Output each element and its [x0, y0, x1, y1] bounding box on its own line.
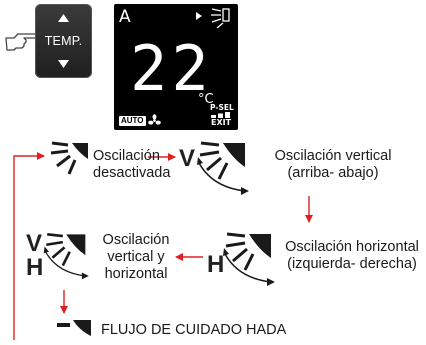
both-swing-line3: horizontal [104, 266, 168, 282]
temp-button-label: TEMP. [44, 34, 83, 48]
down-arrow-icon[interactable] [58, 60, 69, 68]
swing-off-label: Oscilación desactivada [93, 148, 170, 182]
fan-icon [148, 114, 161, 125]
auto-label: AUTO [119, 116, 146, 126]
both-prefix-h: H [26, 254, 44, 281]
loop-back-line [13, 152, 45, 340]
fairy-flow-icon [57, 320, 91, 336]
play-triangle-icon [196, 12, 202, 20]
swing-off-line2: desactivada [93, 165, 171, 181]
both-prefix-v: V [26, 230, 43, 257]
horizontal-swing-label: Oscilación horizontal (izquierda- derech… [281, 239, 423, 273]
signal-bars-icon [211, 112, 230, 118]
both-swing-label: Oscilación vertical y horizontal [98, 232, 174, 283]
temperature-value: 22 [130, 32, 213, 105]
temp-button[interactable]: TEMP. [35, 4, 92, 78]
vertical-prefix: V [179, 145, 196, 172]
mode-letter: A [119, 7, 131, 27]
lcd-display: A 22 °C AUTO P-SEL EXIT [114, 4, 238, 130]
temperature-unit: °C [198, 92, 214, 107]
vertical-swing-line2: (arriba- abajo) [287, 165, 379, 181]
both-swing-line1: Oscilación [102, 232, 170, 248]
vertical-swing-line1: Oscilación vertical [274, 148, 392, 164]
horizontal-swing-line1: Oscilación horizontal [285, 239, 419, 255]
louver-vertical-swing-icon [197, 141, 249, 195]
louver-swing-icon [211, 8, 230, 29]
psel-label: P-SEL [210, 103, 234, 112]
fairy-flow-label: FLUJO DE CUIDADO HADA [101, 322, 287, 338]
horizontal-prefix: H [207, 251, 225, 278]
louver-both-swing-icon [43, 233, 89, 280]
horizontal-swing-line2: (izquierda- derecha) [287, 256, 417, 272]
up-arrow-icon[interactable] [58, 14, 69, 22]
louver-horizontal-swing-icon [223, 232, 275, 286]
swing-off-line1: Oscilación [93, 148, 160, 164]
both-swing-line2: vertical y [107, 249, 165, 265]
exit-label: EXIT [211, 118, 232, 127]
vertical-swing-label: Oscilación vertical (arriba- abajo) [263, 148, 403, 182]
louver-swing-off-icon [50, 141, 88, 175]
